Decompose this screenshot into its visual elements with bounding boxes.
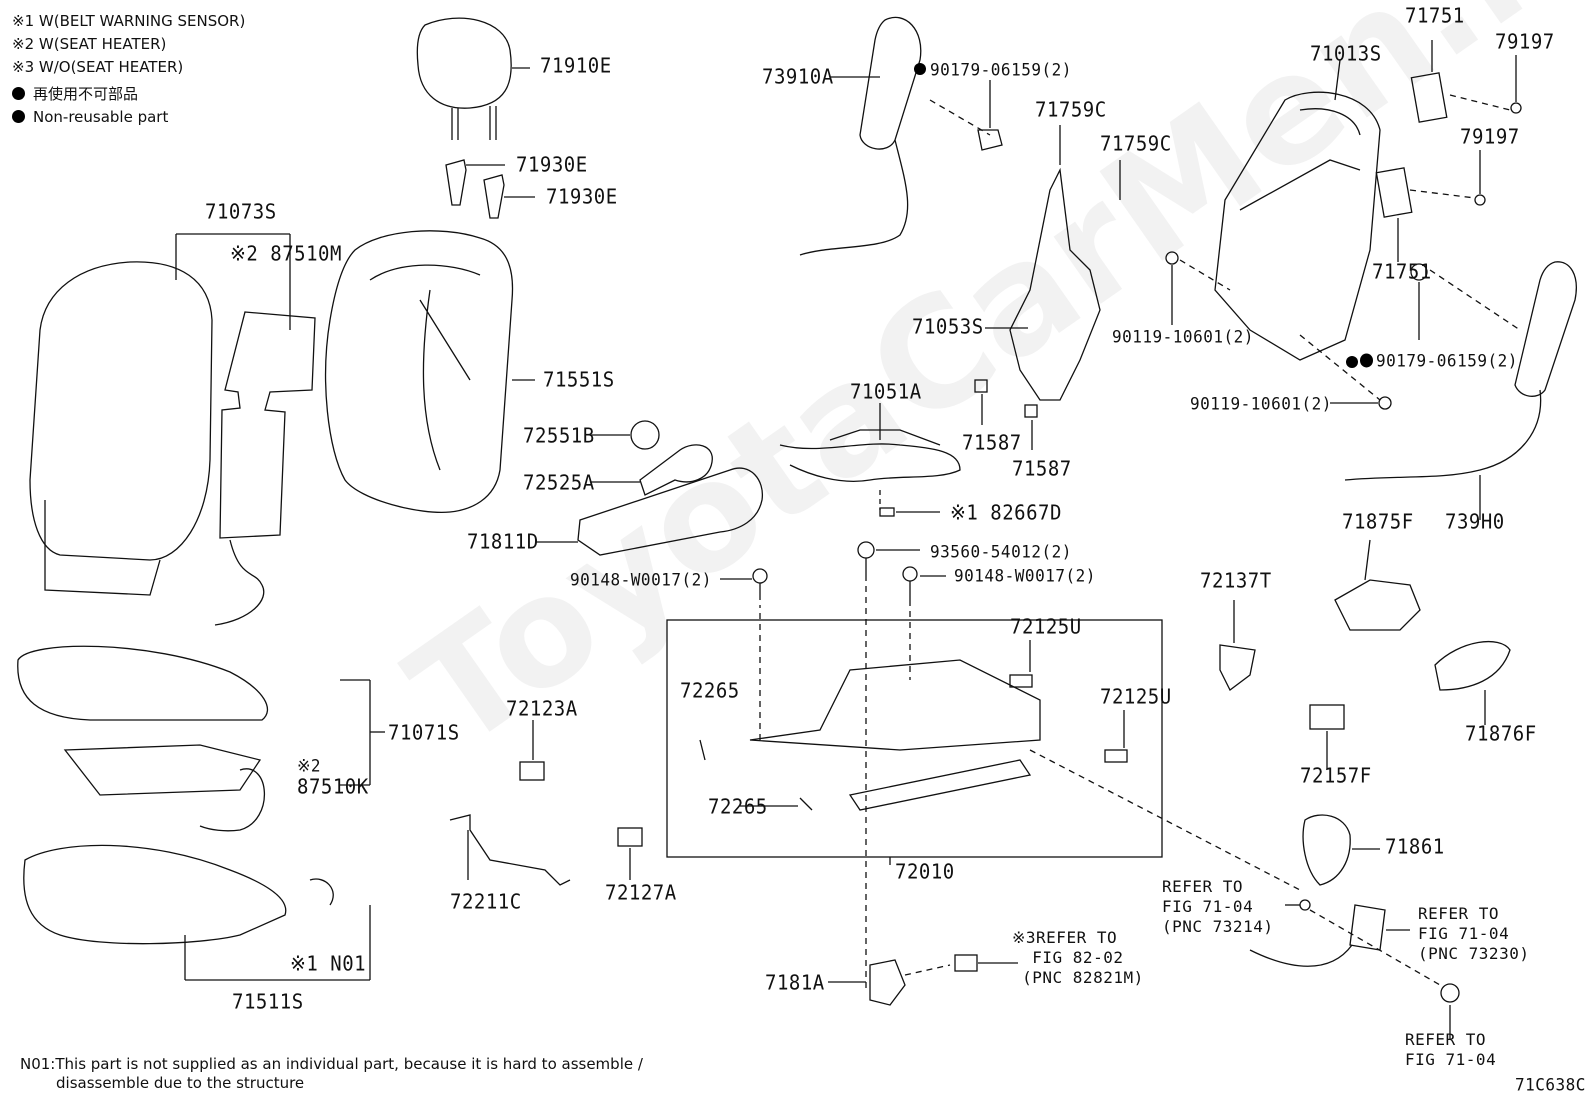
label-87510K[interactable]: 87510K [297, 775, 369, 799]
label-72525A[interactable]: 72525A [523, 471, 595, 495]
screws-drawing [720, 541, 946, 600]
label-79197-b[interactable]: 79197 [1460, 125, 1520, 149]
label-71587-b[interactable]: 71587 [1012, 457, 1072, 481]
label-87510M[interactable]: ※2 87510M [230, 242, 342, 266]
label-71861[interactable]: 71861 [1385, 835, 1445, 859]
non-reusable-dot-icon [12, 87, 25, 100]
label-72123A[interactable]: 72123A [506, 697, 578, 721]
label-82667D[interactable]: ※1 82667D [950, 501, 1062, 525]
label-72125U-a[interactable]: 72125U [1010, 615, 1082, 639]
label-7181A[interactable]: 7181A [765, 971, 825, 995]
label-90148-b[interactable]: 90148-W0017(2) [954, 565, 1096, 586]
side-parts-drawing [1219, 539, 1511, 1040]
label-90119-b[interactable]: 90119-10601(2) [1190, 393, 1332, 414]
seatback-drawing [324, 230, 535, 514]
label-71930E-a[interactable]: 71930E [516, 153, 588, 177]
label-71073S[interactable]: 71073S [205, 200, 277, 224]
label-71876F[interactable]: 71876F [1465, 722, 1537, 746]
label-71930E-b[interactable]: 71930E [546, 185, 618, 209]
label-71910E[interactable]: 71910E [540, 54, 612, 78]
harness-drawing [779, 403, 961, 517]
label-71751-b[interactable]: 71751 [1372, 260, 1432, 284]
legend-note-2: ※2 W(SEAT HEATER) [12, 35, 167, 53]
label-71759C-b[interactable]: 71759C [1100, 132, 1172, 156]
label-72125U-b[interactable]: 72125U [1100, 685, 1172, 709]
label-71751-a[interactable]: 71751 [1405, 4, 1465, 28]
refer-to-82-02[interactable]: ※3REFER TO FIG 82-02 (PNC 82821M) [1012, 928, 1144, 987]
label-90179-b[interactable]: 90179-06159(2) [1360, 352, 1518, 369]
side-airbag-drawing [1344, 261, 1577, 520]
legend-note-1: ※1 W(BELT WARNING SENSOR) [12, 12, 246, 30]
refer-to-71-04[interactable]: REFER TO FIG 71-04 [1405, 1030, 1497, 1069]
label-72265-a[interactable]: 72265 [680, 679, 740, 703]
legend-note-3: ※3 W/O(SEAT HEATER) [12, 58, 184, 76]
label-79197-a[interactable]: 79197 [1495, 30, 1555, 54]
non-reusable-dot-icon [1360, 353, 1373, 368]
label-72265-b[interactable]: 72265 [708, 795, 768, 819]
label-71875F[interactable]: 71875F [1342, 510, 1414, 534]
side-cover-drawing [535, 420, 764, 556]
label-72127A[interactable]: 72127A [605, 881, 677, 905]
label-71071S[interactable]: 71071S [388, 721, 460, 745]
label-71759C-a[interactable]: 71759C [1035, 98, 1107, 122]
legend: ※1 W(BELT WARNING SENSOR) ※2 W(SEAT HEAT… [12, 10, 245, 129]
airbag-drawing [799, 16, 1003, 256]
label-72137T[interactable]: 72137T [1200, 569, 1272, 593]
legend-non-reusable-en: Non-reusable part [12, 106, 245, 129]
label-71051A[interactable]: 71051A [850, 380, 922, 404]
sensor-bracket-drawing [828, 954, 1018, 1006]
label-90179-a[interactable]: 90179-06159(2) [930, 59, 1072, 80]
footnote: N01:This part is not supplied as an indi… [20, 1055, 643, 1093]
label-71587-a[interactable]: 71587 [962, 431, 1022, 455]
footnote-line-2: disassemble due to the structure [56, 1074, 305, 1092]
label-71013S[interactable]: 71013S [1310, 42, 1382, 66]
headrest-drawing [416, 17, 530, 140]
clips-drawing [449, 720, 643, 886]
label-72157F[interactable]: 72157F [1300, 764, 1372, 788]
figure-code: 71C638C [1515, 1074, 1586, 1095]
label-71551S[interactable]: 71551S [543, 368, 615, 392]
seat-track-drawing [666, 575, 1301, 990]
refer-to-73214[interactable]: REFER TO FIG 71-04 (PNC 73214) [1162, 877, 1274, 936]
cushion-drawing [17, 645, 385, 981]
legend-non-reusable-jp: 再使用不可部品 [12, 83, 245, 106]
footnote-line-1: N01:This part is not supplied as an indi… [20, 1055, 643, 1073]
label-87510K-note: ※2 [297, 755, 322, 776]
label-71811D[interactable]: 71811D [467, 530, 539, 554]
label-72211C[interactable]: 72211C [450, 890, 522, 914]
seat-frame-drawing [1165, 40, 1522, 410]
label-93560[interactable]: 93560-54012(2) [930, 541, 1072, 562]
label-73910A[interactable]: 73910A [762, 65, 834, 89]
label-90148-a[interactable]: 90148-W0017(2) [570, 569, 712, 590]
guide-drawing [445, 159, 535, 219]
label-90119-a[interactable]: 90119-10601(2) [1112, 326, 1254, 347]
label-71511S[interactable]: 71511S [232, 990, 304, 1014]
label-N01[interactable]: ※1 N01 [290, 952, 367, 976]
label-72010[interactable]: 72010 [895, 860, 955, 884]
heater-back-drawing [214, 311, 316, 626]
label-71053S[interactable]: 71053S [912, 315, 984, 339]
label-72551B[interactable]: 72551B [523, 424, 595, 448]
non-reusable-dot-icon [12, 110, 25, 123]
recliner-drawing [974, 125, 1121, 450]
seatback-cover-drawing [29, 233, 291, 596]
refer-to-73230[interactable]: REFER TO FIG 71-04 (PNC 73230) [1418, 904, 1530, 963]
label-739H0[interactable]: 739H0 [1445, 510, 1505, 534]
